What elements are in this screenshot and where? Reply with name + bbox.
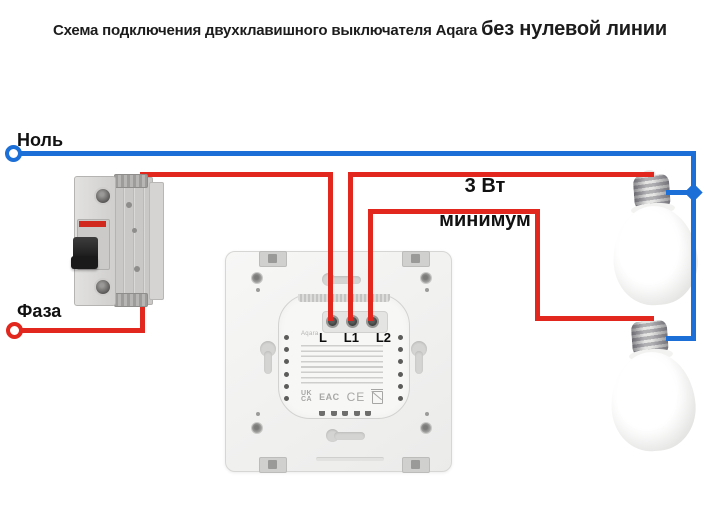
mounting-clip (259, 457, 287, 473)
plate-bottom-groove (316, 457, 384, 461)
neutral-terminal-dot (5, 145, 22, 162)
ukca-mark: UK CA (301, 389, 313, 403)
phase-wire-from-terminal (14, 328, 145, 333)
switch-relay-module: L L1 L2 Aqara UK CA EAC CE (278, 294, 410, 419)
breaker-red-stripe (79, 221, 106, 227)
terminal-label-l1: L1 (343, 330, 359, 345)
bulb-glass (609, 203, 701, 308)
plate-screw-hole (251, 272, 263, 284)
neutral-wire-right-vertical (691, 151, 696, 341)
plate-pin-hole (425, 412, 429, 416)
min-load-line2: минимум (439, 209, 531, 231)
phase-wire-mid-vertical (535, 209, 540, 321)
plate-pin-hole (256, 412, 260, 416)
eac-mark: EAC (319, 392, 340, 402)
neutral-wire-top (13, 151, 696, 156)
module-vent-ribs (298, 294, 390, 302)
mounting-clip (402, 457, 430, 473)
breaker-screw-top (94, 187, 112, 205)
module-side-contacts-right (398, 335, 403, 401)
breaker-side-screw (134, 266, 140, 272)
neutral-branch-lower-bulb (666, 336, 696, 341)
neutral-label: Ноль (17, 130, 64, 150)
aqara-logo: Aqara (301, 331, 319, 337)
mounting-clip (259, 251, 287, 267)
plate-pin-hole (256, 288, 260, 292)
neutral-branch-upper-bulb (666, 190, 694, 195)
breaker-top-terminal (114, 174, 148, 188)
keyhole-slot-right (411, 341, 427, 375)
phase-wire-L2-vertical (368, 209, 373, 321)
phase-wire-L2-horizontal (368, 209, 540, 214)
terminal-label-l: L (319, 330, 327, 345)
breaker-side-screw (126, 202, 132, 208)
phase-wire-breaker-to-L (140, 172, 333, 177)
certification-marks: UK CA EAC CE (301, 388, 389, 404)
min-load-line1: 3 Вт (464, 175, 506, 197)
terminal-label-l2: L2 (375, 330, 391, 345)
weee-bin-icon (371, 388, 384, 404)
breaker-toggle-handle (71, 256, 98, 269)
plate-screw-hole (251, 422, 263, 434)
breaker-screw-bottom (94, 278, 112, 296)
phase-wire-L1-vertical (348, 172, 353, 321)
breaker-side-face (113, 177, 153, 305)
module-side-contacts-left (284, 335, 289, 401)
plate-screw-hole (420, 272, 432, 284)
circuit-breaker (71, 174, 164, 307)
bulb-glass (607, 349, 699, 454)
phase-label: Фаза (17, 301, 62, 321)
ce-mark: CE (346, 390, 366, 404)
terminal-labels: L L1 L2 (319, 330, 391, 345)
title-emphasis: без нулевой линии (481, 18, 667, 40)
phase-wire-L-vertical (328, 172, 333, 321)
plate-screw-hole (420, 422, 432, 434)
switch-back-plate: L L1 L2 Aqara UK CA EAC CE (225, 251, 452, 473)
module-bottom-tabs (319, 411, 371, 416)
keyhole-slot-bottom (326, 429, 366, 442)
phase-wire-to-breaker (140, 296, 145, 333)
phase-wire-to-lower-bulb (535, 316, 654, 321)
light-bulb-lower (604, 313, 701, 455)
keyhole-slot-left (260, 341, 276, 375)
min-load-note: 3 Вт минимум (410, 176, 560, 230)
breaker-side-screw (132, 228, 137, 233)
title-prefix: Схема подключения двухклавишного выключа… (53, 22, 482, 39)
mounting-clip (402, 251, 430, 267)
plate-pin-hole (425, 288, 429, 292)
spec-text-lines (301, 345, 383, 387)
phase-wire-L1-to-upper-bulb (348, 172, 654, 177)
page-title: Схема подключения двухклавишного выключа… (0, 18, 720, 41)
breaker-din-flange (149, 182, 164, 300)
phase-terminal-dot (6, 322, 23, 339)
breaker-bottom-terminal (114, 293, 148, 307)
